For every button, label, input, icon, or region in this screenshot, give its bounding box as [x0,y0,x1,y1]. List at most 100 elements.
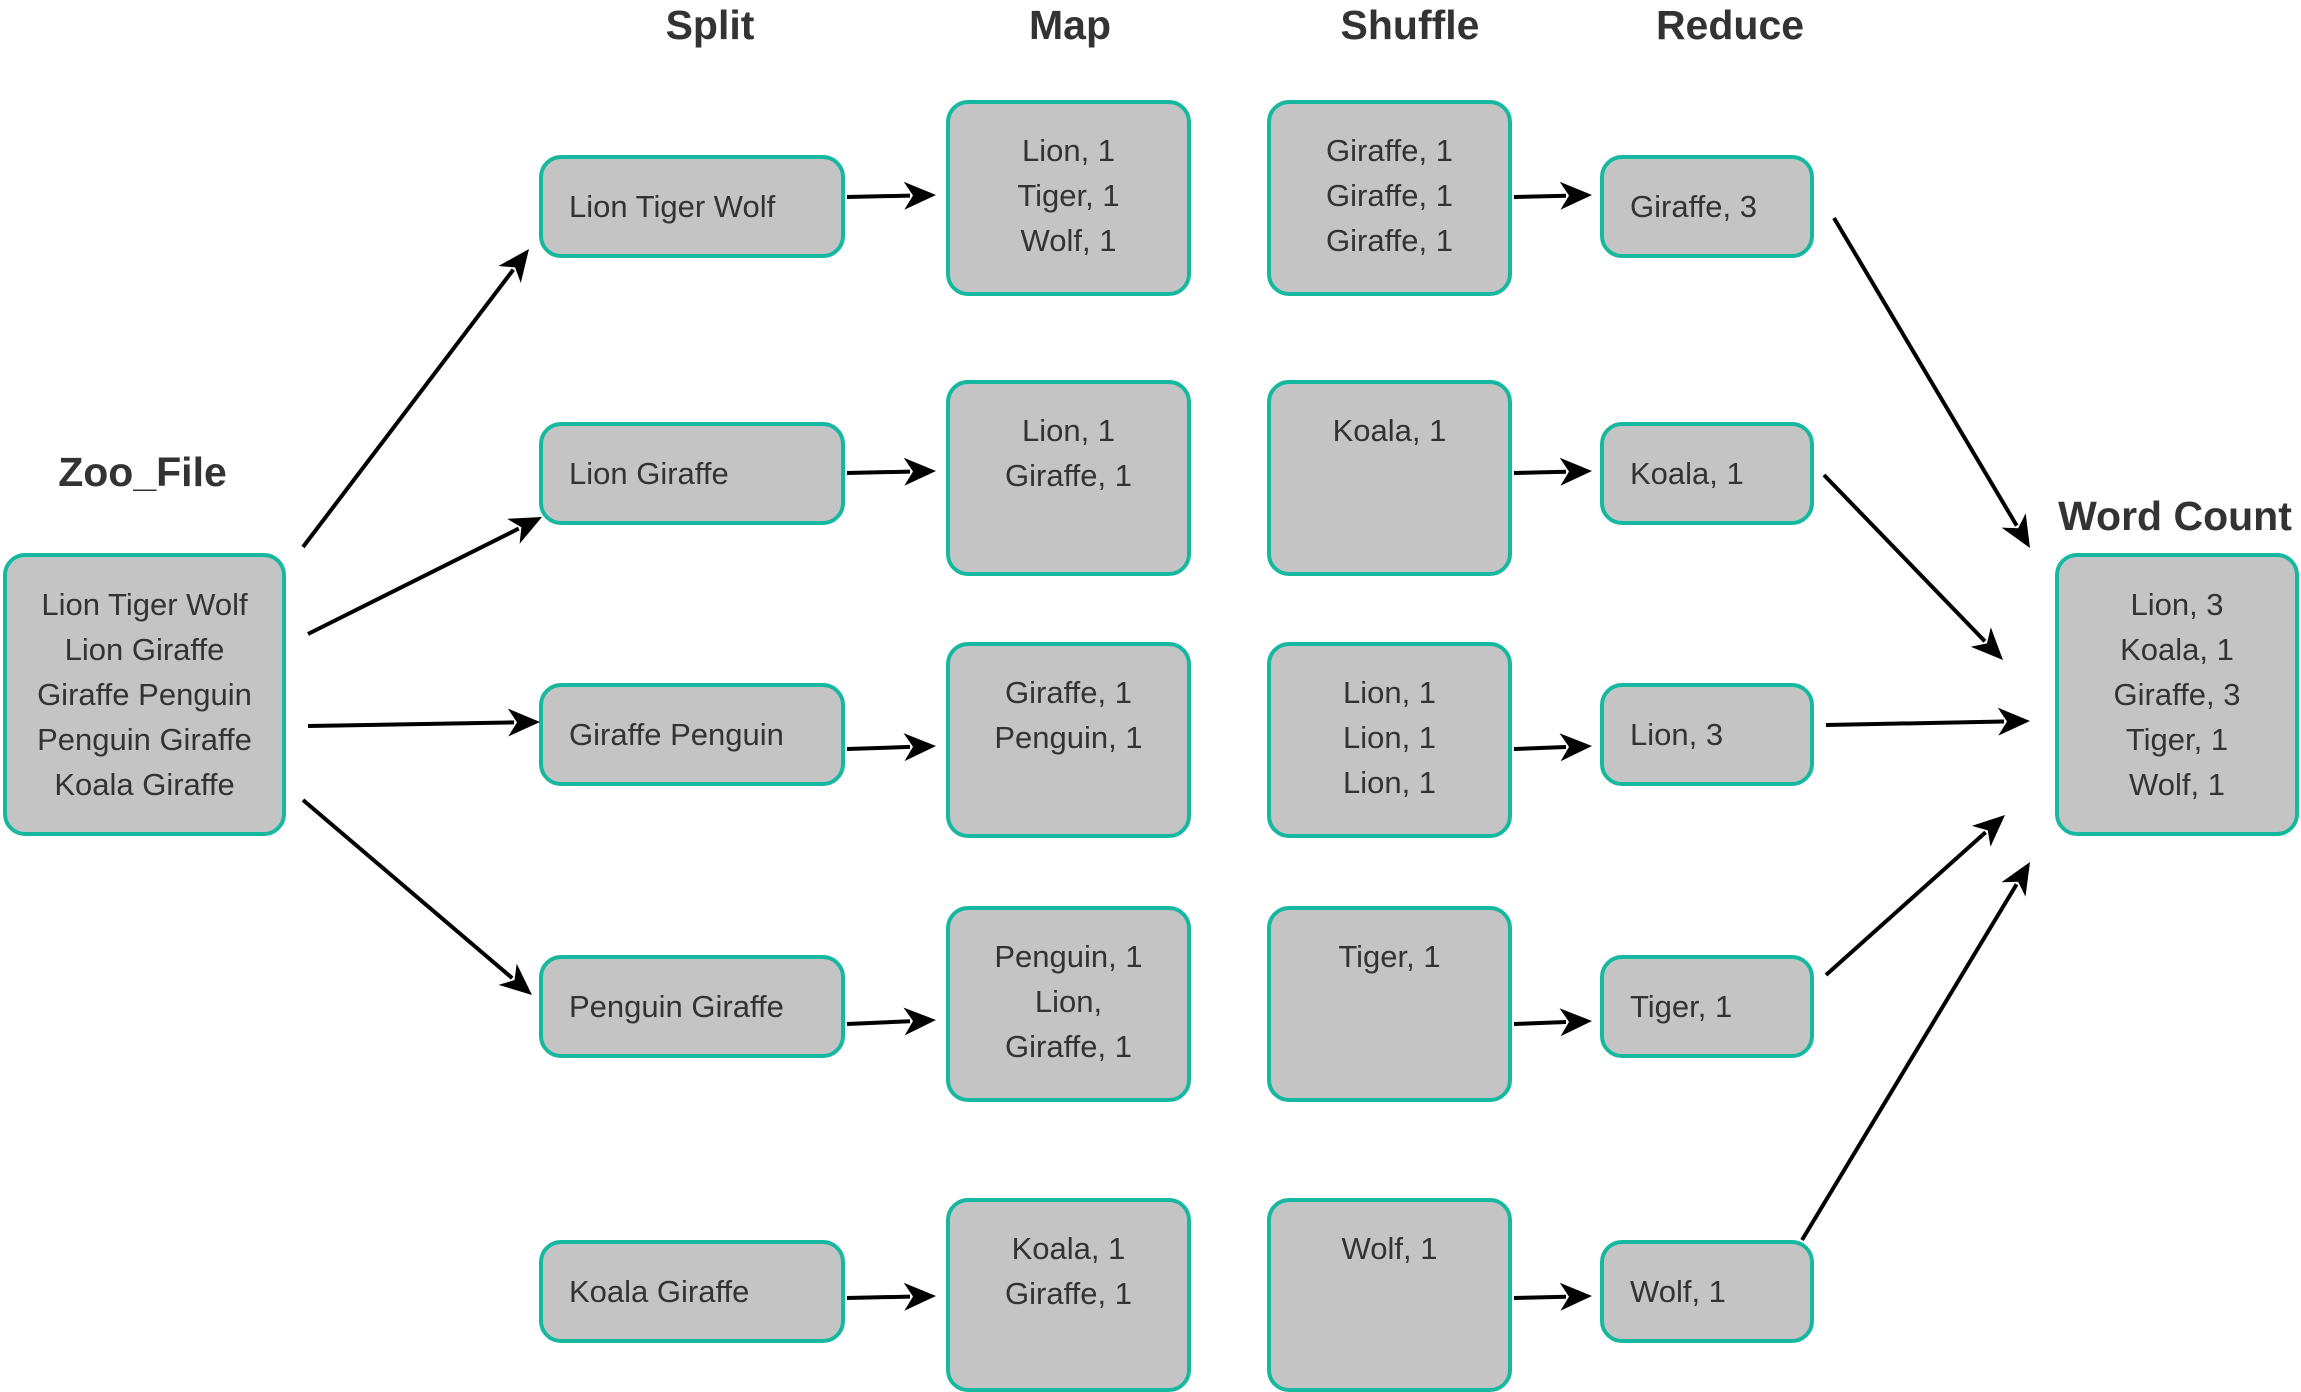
map-line: Lion, 1 [1021,133,1116,168]
map-line: Giraffe, 1 [1005,675,1132,710]
reduce-box: Wolf, 1 [1600,1240,1814,1343]
arrow-split-to-map-2 [846,469,911,475]
map-line: Giraffe, 1 [1005,1029,1132,1064]
map-box: Lion, 1 Giraffe, 1 [946,380,1191,576]
arrow-split-to-map-4 [846,1019,911,1026]
word-count-line: Giraffe, 3 [2113,677,2241,712]
zoo-file-line: Giraffe Penguin [37,677,252,712]
arrow-split-to-map-1 [846,193,911,199]
arrow-shuffle-to-reduce-2 [1513,469,1567,475]
shuffle-box: Giraffe, 1 Giraffe, 1 Giraffe, 1 [1267,100,1512,296]
arrowhead [903,733,936,762]
arrowhead [1971,815,2005,847]
reduce-text: Giraffe, 3 [1630,189,1757,224]
arrowhead [2001,513,2030,548]
arrow-zoo-to-split-4 [301,798,514,980]
reduce-text: Tiger, 1 [1630,989,1733,1024]
map-line: Penguin, 1 [994,720,1143,755]
split-box: Penguin Giraffe [539,955,845,1058]
arrow-reduce-to-count-2 [1822,473,1987,643]
arrow-shuffle-to-reduce-3 [1513,745,1567,751]
map-line: Koala, 1 [1011,1231,1126,1266]
arrowhead [903,181,936,210]
arrow-split-to-map-5 [846,1294,911,1300]
map-line: Tiger, 1 [1017,178,1120,213]
shuffle-line: Lion, 1 [1342,720,1437,755]
arrowhead [1997,707,2030,736]
split-box: Giraffe Penguin [539,683,845,786]
zoo-file-box: Lion Tiger Wolf Lion Giraffe Giraffe Pen… [3,553,286,836]
shuffle-line: Lion, 1 [1342,675,1437,710]
arrow-reduce-to-count-3 [1825,719,2005,727]
arrowhead [498,963,532,995]
header-shuffle: Shuffle [1340,2,1480,48]
header-word-count: Word Count [2058,493,2292,539]
split-text: Lion Giraffe [569,456,729,491]
map-line: Penguin, 1 [994,939,1143,974]
arrow-zoo-to-split-1 [301,268,515,549]
word-count-line: Lion, 3 [2130,587,2224,622]
reduce-text: Lion, 3 [1630,717,1724,752]
shuffle-box: Koala, 1 [1267,380,1512,576]
reduce-box: Koala, 1 [1600,422,1814,525]
arrowhead [1559,1008,1592,1037]
map-line: Giraffe, 1 [1005,1276,1132,1311]
word-count-line: Tiger, 1 [2125,722,2229,757]
arrowhead [903,1007,936,1036]
shuffle-line: Giraffe, 1 [1326,133,1453,168]
zoo-file-line: Lion Tiger Wolf [41,587,248,622]
arrowhead [1559,1282,1592,1311]
split-text: Lion Tiger Wolf [569,189,776,224]
reduce-text: Wolf, 1 [1630,1274,1726,1309]
arrow-split-to-map-3 [846,744,911,751]
shuffle-box: Lion, 1 Lion, 1 Lion, 1 [1267,642,1512,838]
map-box: Koala, 1 Giraffe, 1 [946,1198,1191,1392]
arrowhead [1559,181,1592,210]
map-box: Lion, 1 Tiger, 1 Wolf, 1 [946,100,1191,296]
arrowhead [507,708,540,737]
reduce-text: Koala, 1 [1630,456,1744,491]
zoo-file-line: Lion Giraffe [64,632,225,667]
shuffle-line: Wolf, 1 [1341,1231,1438,1266]
word-count-line: Wolf, 1 [2129,767,2225,802]
map-line: Lion, 1 [1021,413,1116,448]
arrow-reduce-to-count-5 [1800,883,2019,1242]
arrowhead [1559,733,1592,762]
arrow-shuffle-to-reduce-5 [1513,1294,1567,1300]
arrowhead [2001,862,2030,897]
arrow-shuffle-to-reduce-4 [1513,1020,1567,1026]
map-line: Giraffe, 1 [1005,458,1132,493]
arrowhead [903,1282,936,1311]
header-reduce: Reduce [1655,2,1805,48]
shuffle-line: Tiger, 1 [1338,939,1441,974]
reduce-box: Lion, 3 [1600,683,1814,786]
split-box: Koala Giraffe [539,1240,845,1343]
arrow-reduce-to-count-1 [1832,216,2019,527]
word-count-line: Koala, 1 [2120,632,2234,667]
map-box: Penguin, 1 Lion, Giraffe, 1 [946,906,1191,1102]
header-map: Map [1029,2,1111,48]
split-text: Giraffe Penguin [569,717,784,752]
word-count-box: Lion, 3 Koala, 1 Giraffe, 3 Tiger, 1 Wol… [2055,553,2299,836]
zoo-file-line: Penguin Giraffe [37,722,252,757]
arrow-shuffle-to-reduce-1 [1513,193,1567,199]
map-line: Lion, [1034,984,1103,1019]
map-line: Wolf, 1 [1020,223,1117,258]
split-box: Lion Giraffe [539,422,845,525]
shuffle-line: Koala, 1 [1332,413,1447,448]
arrow-zoo-to-split-3 [307,720,515,728]
zoo-file-line: Koala Giraffe [54,767,235,802]
arrowhead [903,457,936,486]
header-split: Split [665,2,755,48]
arrow-reduce-to-count-4 [1824,830,1987,977]
shuffle-line: Giraffe, 1 [1326,223,1453,258]
shuffle-box: Wolf, 1 [1267,1198,1512,1392]
shuffle-box: Tiger, 1 [1267,906,1512,1102]
arrowhead [1970,627,2003,660]
shuffle-line: Giraffe, 1 [1326,178,1453,213]
arrow-zoo-to-split-2 [307,526,520,636]
shuffle-line: Lion, 1 [1342,765,1437,800]
split-box: Lion Tiger Wolf [539,155,845,258]
reduce-box: Tiger, 1 [1600,955,1814,1058]
